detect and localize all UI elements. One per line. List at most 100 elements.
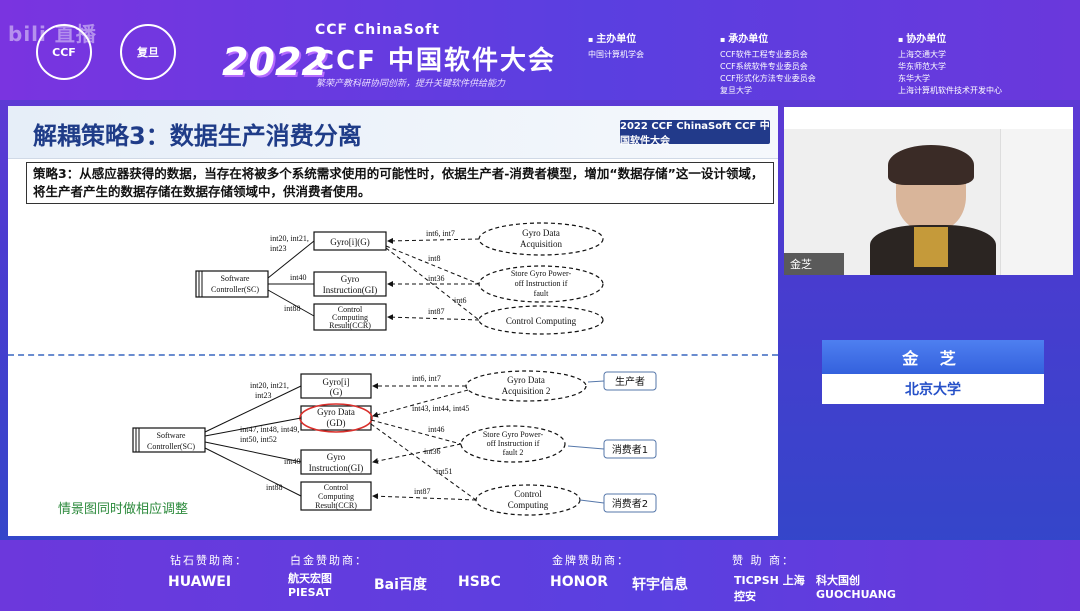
svg-text:Computing: Computing: [332, 313, 368, 322]
svg-text:(G): (G): [330, 387, 343, 397]
req-store-instruction-2: [460, 425, 566, 463]
svg-text:int46: int46: [428, 425, 444, 434]
svg-text:fault: fault: [534, 289, 549, 298]
sponsor-head-general: 赞 助 商：: [732, 554, 795, 567]
svg-text:Store Gyro Power-: Store Gyro Power-: [483, 430, 544, 439]
event-subtitle: CCF ChinaSoft: [315, 22, 440, 38]
svg-text:Instruction(GI): Instruction(GI): [323, 285, 377, 295]
svg-text:off Instruction if: off Instruction if: [515, 279, 568, 288]
svg-text:int8: int8: [428, 254, 440, 263]
sponsor-head-platinum: 白金赞助商：: [290, 554, 368, 567]
fudan-logo: 复旦: [120, 24, 176, 80]
svg-text:Instruction(GI): Instruction(GI): [309, 463, 363, 473]
svg-text:生产者: 生产者: [615, 375, 645, 388]
sponsor-huawei-logo: HUAWEI: [168, 574, 232, 590]
svg-text:int40: int40: [290, 273, 306, 282]
svg-text:Control: Control: [324, 483, 349, 492]
svg-text:int43, int44, int45: int43, int44, int45: [412, 404, 469, 413]
sponsor-baidu-logo: Bai百度: [374, 577, 427, 593]
req-control-computing: [478, 305, 604, 335]
controller-label-2: Controller(SC): [211, 285, 259, 294]
camera-slide-strip: [784, 107, 1073, 129]
svg-text:Gyro Data: Gyro Data: [507, 375, 545, 385]
speaker-org: 北京大学: [822, 374, 1044, 404]
svg-text:fault 2: fault 2: [503, 448, 524, 457]
event-banner: [0, 0, 1080, 100]
svg-text:(GD): (GD): [327, 418, 346, 428]
slide-event-logo: 2022 CCF ChinaSoft CCF 中国软件大会: [620, 120, 770, 147]
slide-title: 解耦策略3：数据生产消费分离: [33, 122, 362, 150]
sponsor-honor-logo: HONOR: [550, 574, 609, 590]
svg-text:Control Computing: Control Computing: [506, 316, 577, 326]
svg-text:int88: int88: [284, 304, 300, 313]
ccf-logo: CCF: [36, 24, 92, 80]
speaker-scarf: [914, 227, 948, 267]
domain-instruction-2: [300, 449, 372, 475]
svg-text:消费者2: 消费者2: [612, 497, 648, 510]
speaker-hair: [888, 145, 974, 185]
domain-ccr: [313, 303, 387, 331]
sponsor-hsbc-logo: HSBC: [458, 574, 501, 590]
domain-gyro-label: Gyro[i](G): [330, 237, 370, 247]
svg-text:int50, int52: int50, int52: [240, 435, 277, 444]
svg-text:消费者1: 消费者1: [612, 443, 648, 456]
svg-text:int47, int48, int49,: int47, int48, int49,: [240, 425, 299, 434]
svg-text:int23: int23: [255, 391, 271, 400]
svg-text:Result(CCR): Result(CCR): [329, 321, 371, 330]
sponsor-ticpsh-logo: TICPSH 上海控安: [734, 574, 805, 603]
svg-text:Gyro Data: Gyro Data: [522, 228, 560, 238]
camera-sponsor-column: [1000, 129, 1073, 275]
svg-text:int40: int40: [284, 457, 300, 466]
svg-text:Result(CCR): Result(CCR): [315, 501, 357, 510]
event-title: CCF 中国软件大会: [315, 46, 556, 76]
svg-text:Controller(SC): Controller(SC): [147, 442, 195, 451]
svg-text:int36: int36: [424, 447, 440, 456]
svg-text:int23: int23: [270, 244, 286, 253]
organizer-host: 主办单位 中国计算机学会: [588, 34, 644, 61]
controller-box-2: [132, 427, 206, 453]
svg-text:int20, int21,: int20, int21,: [250, 381, 289, 390]
presentation-slide: 解耦策略3：数据生产消费分离 2022 CCF ChinaSoft CCF 中国…: [8, 106, 778, 536]
domain-gyro-2: [300, 373, 372, 399]
controller-label-1: Software: [221, 274, 250, 283]
speaker-video[interactable]: 金芝: [784, 107, 1073, 275]
svg-text:Control: Control: [514, 489, 542, 499]
svg-text:Gyro: Gyro: [341, 274, 360, 284]
svg-text:int6, int7: int6, int7: [426, 229, 455, 238]
label-int20: int20, int21,: [270, 234, 309, 243]
camera-speaker-label: 金芝: [784, 253, 844, 275]
svg-text:Gyro: Gyro: [327, 452, 346, 462]
sponsor-guochuang-logo: 科大国创 GUOCHUANG: [816, 574, 896, 601]
strategy-text: 策略3：从感应器获得的数据，当存在将被多个系统需求使用的可能性时，依据生产者-消…: [26, 162, 774, 204]
svg-text:int87: int87: [414, 487, 430, 496]
event-slogan: 繁荣产教科研协同创新，提升关键软件供给能力: [316, 79, 506, 89]
svg-text:Computing: Computing: [508, 500, 549, 510]
svg-text:Computing: Computing: [318, 492, 354, 501]
svg-text:Acquisition 2: Acquisition 2: [502, 386, 551, 396]
svg-text:int6, int7: int6, int7: [412, 374, 441, 383]
slide-note: 情景图同时做相应调整: [58, 502, 189, 517]
domain-ccr-2: [300, 481, 372, 511]
svg-text:int36: int36: [428, 274, 444, 283]
sponsor-xuanyu-logo: 轩宇信息: [632, 577, 688, 593]
event-year: 2022: [222, 40, 328, 84]
speaker-name-card: 金 芝 北京大学: [822, 340, 1044, 404]
diagram-separator: [8, 354, 778, 356]
sponsor-head-diamond: 钻石赞助商：: [170, 554, 248, 567]
context-diagram-1: Software Controller(SC) Gyro[i](G) Gyro …: [195, 222, 604, 335]
svg-text:off Instruction if: off Instruction if: [487, 439, 540, 448]
svg-text:Acquisition: Acquisition: [520, 239, 562, 249]
sponsor-piesat-logo: 航天宏图 PIESAT: [288, 572, 332, 599]
svg-text:int51: int51: [436, 467, 452, 476]
sponsor-head-gold: 金牌赞助商：: [552, 554, 630, 567]
svg-text:int87: int87: [428, 307, 444, 316]
svg-text:Store Gyro Power-: Store Gyro Power-: [511, 269, 572, 278]
svg-text:Gyro[i]: Gyro[i]: [323, 377, 350, 387]
svg-text:Control: Control: [338, 305, 363, 314]
svg-text:Gyro Data: Gyro Data: [317, 407, 355, 417]
speaker-name: 金 芝: [822, 340, 1044, 374]
organizer-undertaker: 承办单位 CCF软件工程专业委员会 CCF系统软件专业委员会 CCF形式化方法专…: [720, 34, 816, 97]
organizer-co: 协办单位 上海交通大学 华东师范大学 东华大学 上海计算机软件技术开发中心: [898, 34, 1002, 97]
context-diagram-2: Software Controller(SC) Gyro[i] (G) Gyro…: [132, 370, 657, 516]
sponsor-bar: [0, 540, 1080, 611]
